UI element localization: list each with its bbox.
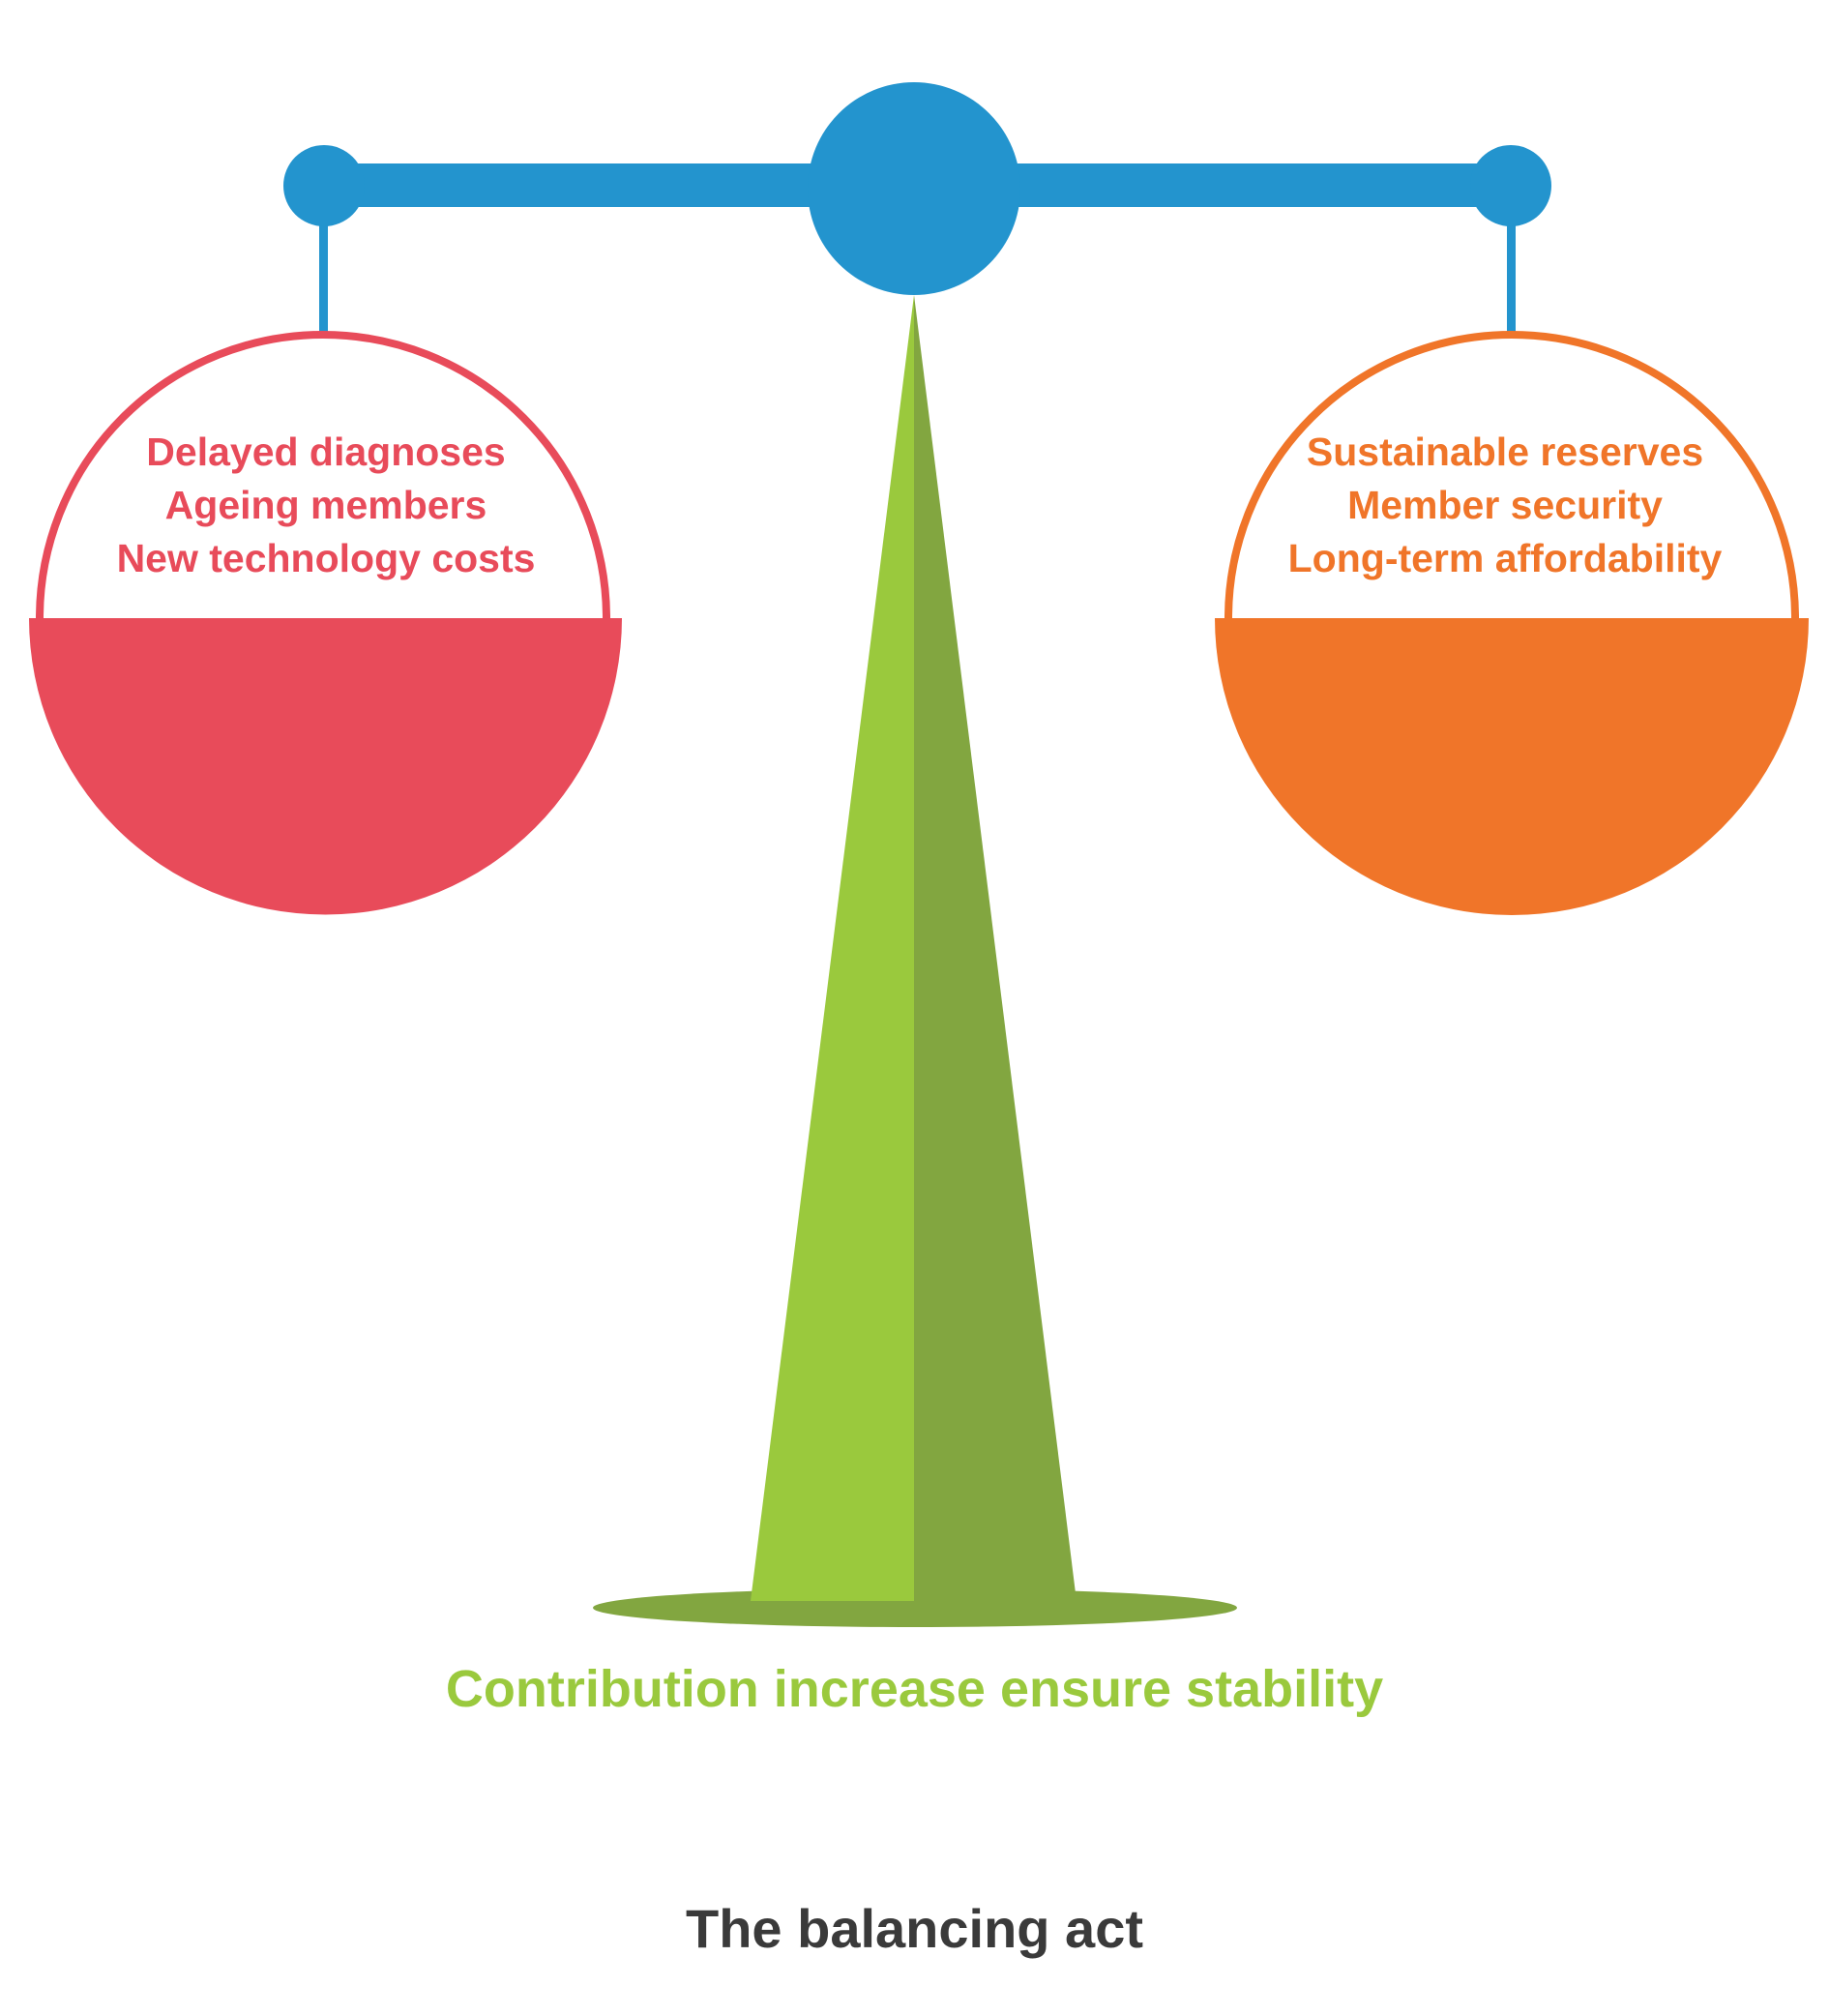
beam-left-knob: [283, 145, 365, 226]
stand-pole-right: [914, 295, 1077, 1601]
left-pan-item: Delayed diagnoses: [146, 430, 506, 474]
right-hanger: [1507, 213, 1516, 334]
right-pan-item: Long-term affordability: [1287, 536, 1723, 580]
beam-pivot: [808, 82, 1020, 295]
right-pan-top-outline: [1224, 331, 1799, 619]
right-pan-item: Member security: [1347, 483, 1663, 527]
right-pan-bowl: [1215, 618, 1809, 915]
right-pan-item: Sustainable reserves: [1306, 430, 1704, 474]
stand-pole-left: [751, 295, 914, 1601]
stand-caption: Contribution increase ensure stability: [445, 1660, 1384, 1718]
right-pan-labels: Sustainable reserves Member security Lon…: [1166, 426, 1829, 585]
left-pan-item: Ageing members: [164, 483, 487, 527]
left-pan-labels: Delayed diagnoses Ageing members New tec…: [0, 426, 664, 585]
diagram-title: The balancing act: [686, 1898, 1143, 1959]
left-pan-item: New technology costs: [116, 536, 536, 580]
left-hanger: [319, 213, 328, 334]
left-pan-top-outline: [36, 331, 610, 619]
left-pan-bowl: [29, 618, 622, 915]
beam-right-knob: [1470, 145, 1551, 226]
